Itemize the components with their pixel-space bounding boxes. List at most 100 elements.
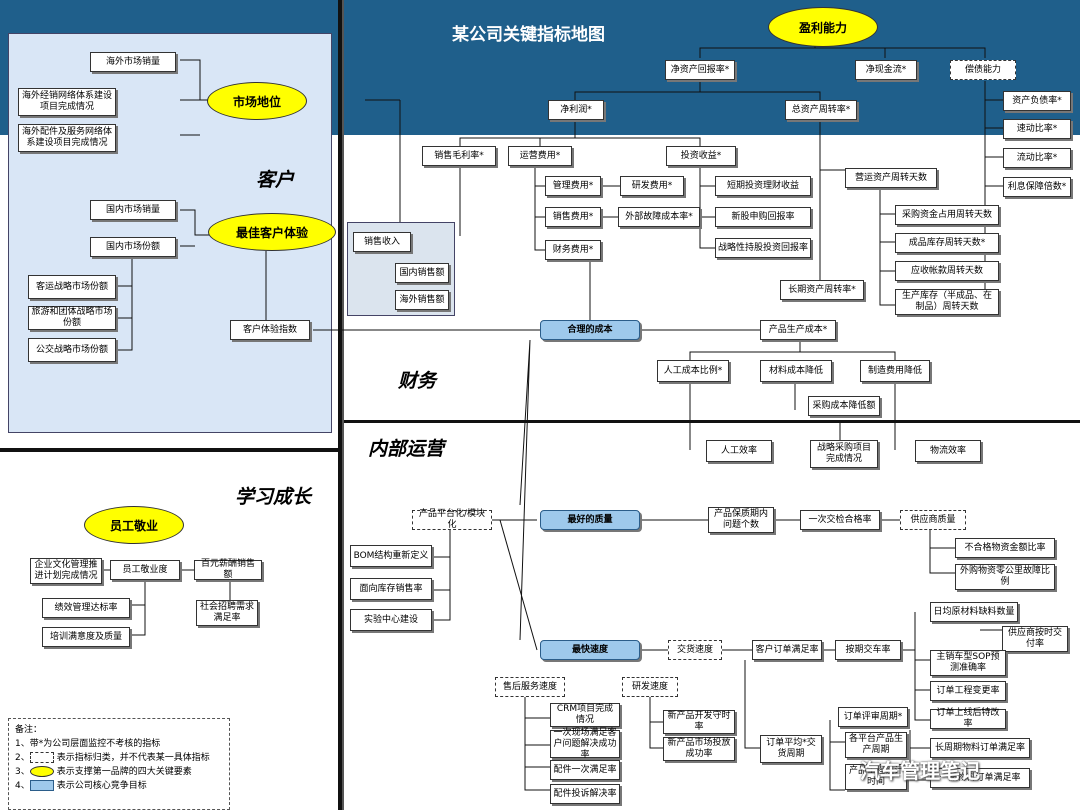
experience-ellipse: 最佳客户体验 xyxy=(208,213,336,251)
order-cycle-box: 订单平均*交货周期 xyxy=(760,735,822,763)
first-solve-box: 一次现场满足客户问题解决成功率 xyxy=(550,728,620,760)
defect-amount-box: 不合格物资金额比率 xyxy=(955,538,1055,558)
gross-margin-box: 销售毛利率* xyxy=(422,146,496,166)
page-title: 某公司关键指标地图 xyxy=(452,25,605,45)
logistics-eff-box: 物流效率 xyxy=(915,440,981,462)
divider-left xyxy=(0,448,338,452)
order-meet-box: 客户订单满足率 xyxy=(752,640,822,660)
delivery-speed-box: 交货速度 xyxy=(668,640,722,660)
interest-cover-box: 利息保障倍数* xyxy=(1003,177,1071,197)
long-asset-box: 长期资产周转率* xyxy=(780,280,864,300)
bom-box: BOM结构重新定义 xyxy=(350,545,432,567)
sales-income-box: 销售收入 xyxy=(353,232,411,252)
domestic-share-box: 国内市场份额 xyxy=(90,237,176,257)
section-customer: 客户 xyxy=(256,169,295,191)
performance-box: 绩效管理达标率 xyxy=(42,598,130,618)
overseas-sales-box: 海外市场销量 xyxy=(90,52,176,72)
passenger-share-box: 客运战略市场份额 xyxy=(28,275,116,299)
divider-vertical-2 xyxy=(342,0,344,810)
roe-box: 净资产回报率* xyxy=(665,60,735,80)
eng-cycle-box: 产品工程设计时间 xyxy=(845,764,907,790)
domestic-income-box: 国内销售额 xyxy=(395,263,449,283)
profit-ellipse: 盈利能力 xyxy=(768,7,878,47)
overseas-parts-box: 海外配件及服务网络体系建设项目完成情况 xyxy=(18,124,116,152)
bus-share-box: 公交战略市场份额 xyxy=(28,338,116,362)
supplier-ontime-box: 供应商按时交付率 xyxy=(1002,626,1068,652)
strategic-purchase-box: 战略采购项目完成情况 xyxy=(810,440,878,468)
divider-vertical xyxy=(338,0,342,810)
solvency-box: 偿债能力 xyxy=(950,60,1016,80)
dashed-box-symbol xyxy=(29,752,54,763)
ontime-box: 按期交车率 xyxy=(835,640,901,660)
supplier-quality-box: 供应商质量 xyxy=(900,510,966,530)
market-ellipse: 市场地位 xyxy=(207,82,307,120)
ellipse-symbol xyxy=(29,766,54,777)
experience-index-box: 客户体验指数 xyxy=(230,320,310,340)
after-sales-box: 售后服务速度 xyxy=(495,677,565,697)
material-down-box: 材料成本降低 xyxy=(760,360,832,382)
complaint-box: 配件投诉解决率 xyxy=(550,784,620,804)
labor-eff-box: 人工效率 xyxy=(706,440,772,462)
net-profit-box: 净利润* xyxy=(548,100,604,120)
mgmt-cost-box: 管理费用* xyxy=(545,176,601,196)
receivable-days-box: 应收帐款周转天数 xyxy=(895,261,999,281)
lab-box: 实验中心建设 xyxy=(350,609,432,631)
fastest-box: 最快速度 xyxy=(540,640,640,660)
section-learning: 学习成长 xyxy=(235,486,312,508)
review-cycle-box: 订单评审周期* xyxy=(838,707,908,727)
op-asset-days-box: 营运资产周转天数 xyxy=(845,168,937,188)
first-pass-box: 一次交检合格率 xyxy=(800,510,880,530)
best-quality-box: 最好的质量 xyxy=(540,510,640,530)
legend-item-2: 2、表示指标归类，并不代表某一具体指标 xyxy=(15,752,210,763)
culture-box: 企业文化管理推进计划完成情况 xyxy=(30,558,102,584)
debt-ratio-box: 资产负债率* xyxy=(1003,91,1071,111)
sales-cost-box: 销售费用* xyxy=(545,207,601,227)
wip-days-box: 生产库存（半成品、在制品）周转天数 xyxy=(895,289,999,315)
fin-cost-box: 财务费用* xyxy=(545,240,601,260)
legend-item-4: 4、表示公司核心竞争目标 xyxy=(15,780,147,791)
finished-days-box: 成品库存周转天数* xyxy=(895,233,999,253)
parts-fault-box: 外购物资零公里故障比例 xyxy=(955,564,1055,590)
reasonable-cost-box: 合理的成本 xyxy=(540,320,640,340)
product-cost-box: 产品生产成本* xyxy=(760,320,836,340)
platform-box: 产品平台化/模块化 xyxy=(412,509,492,530)
op-cost-box: 运营费用* xyxy=(508,146,572,166)
current-ratio-box: 流动比率* xyxy=(1003,148,1071,168)
legend-item-1: 1、带*为公司层面监控不考核的指标 xyxy=(15,739,161,749)
tourism-share-box: 旅游和团体战略市场份额 xyxy=(28,306,116,330)
training-box: 培训满意度及质量 xyxy=(42,627,130,647)
crm-box: CRM项目完成情况 xyxy=(550,703,620,727)
rd-speed-box: 研发速度 xyxy=(622,677,678,697)
strategic-hold-box: 战略性持股投资回报率 xyxy=(715,238,811,258)
platform-cycle-box: 各平台产品生产周期 xyxy=(845,732,907,758)
short-invest-box: 短期投资理财收益 xyxy=(715,176,811,196)
parts-meet-box: 配件一次满足率 xyxy=(550,760,620,780)
section-finance: 财务 xyxy=(398,370,437,392)
mfg-down-box: 制造费用降低 xyxy=(860,360,930,382)
warranty-box: 产品保质期内问题个数 xyxy=(708,507,774,533)
domestic-sales-box: 国内市场销量 xyxy=(90,200,176,220)
recruit-box: 社会招聘需求满足率 xyxy=(196,600,258,626)
new-stock-box: 新股申购回报率 xyxy=(715,207,811,227)
legend-item-3: 3、表示支撑第一品牌的四大关键要素 xyxy=(15,766,192,777)
asset-turnover-box: 总资产周转率* xyxy=(785,100,857,120)
engagement-box: 员工敬业度 xyxy=(110,560,180,580)
salary-sales-box: 百元薪酬销售额 xyxy=(194,559,262,580)
material-meet-box: 日均原材料缺料数量 xyxy=(930,602,1018,622)
watermark: 汽车管理笔记 xyxy=(860,759,980,783)
legend-title: 备注： xyxy=(15,725,43,735)
overseas-income-box: 海外销售额 xyxy=(395,290,449,310)
order-change-box: 订单工程变更率 xyxy=(930,681,1006,701)
rd-cost-box: 研发费用* xyxy=(620,176,684,196)
inventory-rate-box: 面向库存销售率 xyxy=(350,578,432,600)
general-material-box: 一般物料订单满足率 xyxy=(930,768,1030,788)
purchase-down-box: 采购成本降低额 xyxy=(808,396,880,416)
blue-box-symbol xyxy=(29,780,54,791)
order-fix-box: 订单上线后特改率 xyxy=(930,708,1006,729)
net-cash-box: 净现金流* xyxy=(855,60,917,80)
quick-ratio-box: 速动比率* xyxy=(1003,119,1071,139)
purchase-days-box: 采购资金占用周转天数 xyxy=(895,205,999,225)
divider-right xyxy=(342,420,1080,423)
invest-income-box: 投资收益* xyxy=(666,146,736,166)
sop-box: 主销车型SOP预测准确率 xyxy=(930,650,1006,676)
